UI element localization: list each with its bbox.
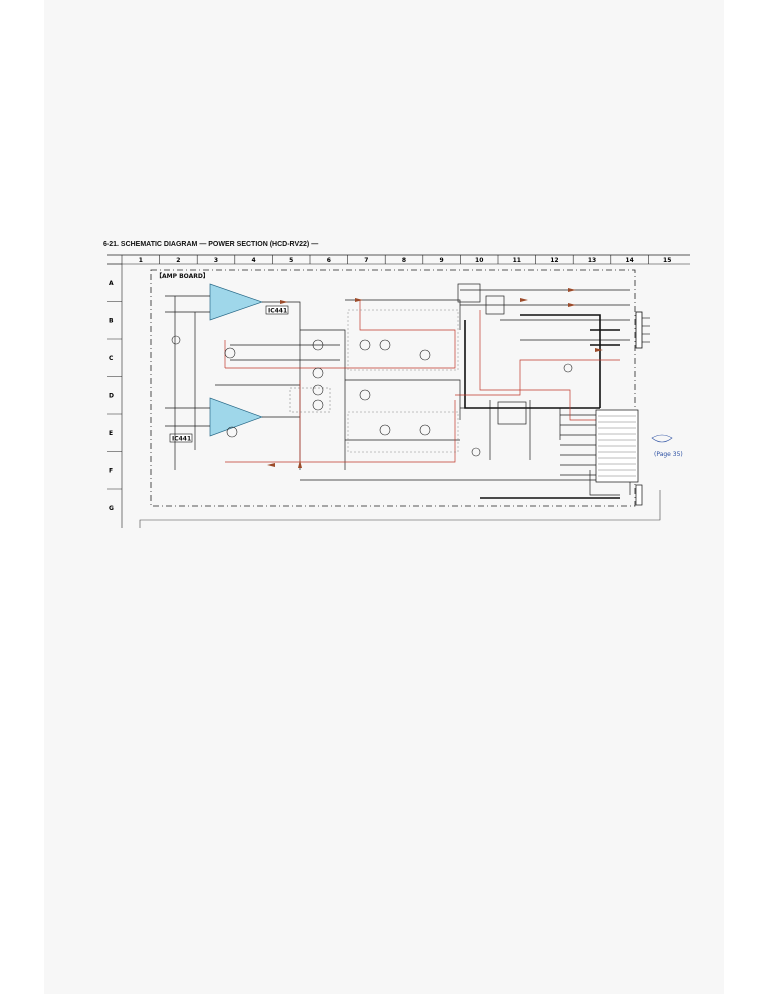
column-label: 9 <box>440 257 444 264</box>
ic-label-box-lower <box>169 433 193 443</box>
column-label: 11 <box>513 257 521 264</box>
row-label: A <box>109 280 114 287</box>
mute-block <box>347 309 459 371</box>
column-label: 12 <box>550 257 558 264</box>
row-label: B <box>109 317 114 324</box>
column-label: 8 <box>402 257 406 264</box>
column-label: 14 <box>625 257 633 264</box>
small-connector <box>635 484 643 506</box>
opamp-upper <box>209 283 264 321</box>
page-background <box>44 0 724 994</box>
column-label: 6 <box>327 257 331 264</box>
column-label: 3 <box>214 257 218 264</box>
ic-label-lower: IC441 <box>172 436 191 443</box>
wiring-black <box>165 289 631 496</box>
board-label: 【AMP BOARD】 <box>156 272 209 280</box>
column-label: 1 <box>139 257 143 264</box>
board-border <box>150 269 636 507</box>
page-reference[interactable]: (Page 35) <box>654 451 683 458</box>
fuse-block <box>485 295 505 315</box>
ic-label-upper: IC441 <box>268 308 287 315</box>
row-label: E <box>109 430 113 437</box>
speaker-connector <box>635 311 650 349</box>
column-label: 2 <box>176 257 180 264</box>
transistors <box>171 335 573 457</box>
relay-block <box>457 283 481 303</box>
power-lines <box>464 314 620 499</box>
protection-block <box>289 387 331 413</box>
column-label: 5 <box>289 257 293 264</box>
board-connector <box>595 409 639 483</box>
row-label: C <box>109 355 114 362</box>
signal-arrows <box>267 288 603 468</box>
opamp-lower <box>209 397 264 437</box>
column-label: 7 <box>364 257 368 264</box>
row-label: G <box>109 505 114 512</box>
row-label: D <box>109 392 114 399</box>
column-label: 13 <box>588 257 596 264</box>
page-ref-arrow-icon <box>651 434 673 443</box>
row-scale: A B C D E F G <box>107 263 123 528</box>
column-label: 15 <box>663 257 671 264</box>
bridge-rectifier <box>497 401 527 425</box>
driver-block <box>347 411 459 453</box>
page-title: 6-21. SCHEMATIC DIAGRAM — POWER SECTION … <box>103 241 319 248</box>
row-label: F <box>109 467 113 474</box>
ic-label-box-upper <box>265 305 289 315</box>
ground-return-wire <box>139 490 661 528</box>
column-label: 4 <box>252 257 256 264</box>
wiring-red <box>224 300 620 465</box>
column-label: 10 <box>475 257 483 264</box>
